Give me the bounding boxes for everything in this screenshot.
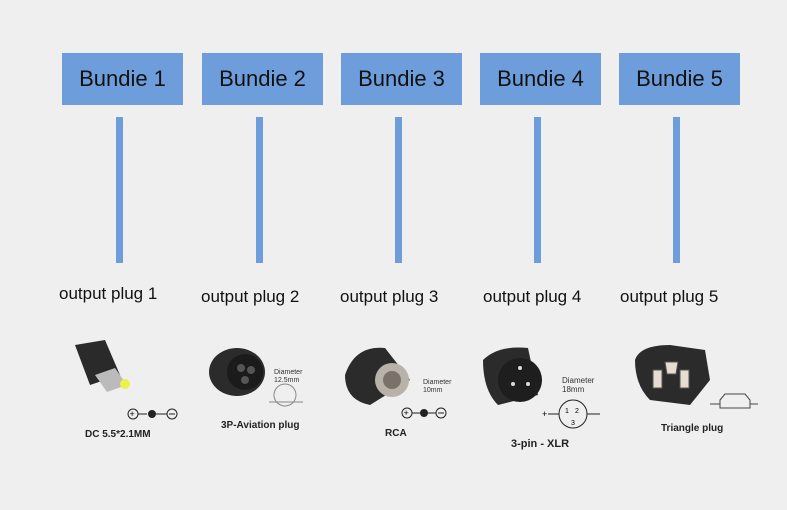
output-label-3: output plug 3 [340,287,439,306]
output-label-2: output plug 2 [201,287,300,306]
bundle-label: Bundie 1 [79,66,166,91]
svg-text:2: 2 [575,408,579,415]
aviation-plug-icon [209,348,303,407]
output-label-4: output plug 4 [483,287,582,306]
output-label-5: output plug 5 [620,287,719,306]
svg-text:1: 1 [565,408,569,415]
plug-caption-4: 3-pin - XLR [511,438,570,450]
output-label-1: output plug 1 [59,284,158,303]
svg-text:+: + [542,409,547,419]
bundle-label: Bundie 3 [358,66,445,91]
plug-caption-3: RCA [385,428,407,439]
svg-text:+: + [404,408,409,418]
bundle-box-4: Bundie 4 [480,53,601,105]
bundle-box-1: Bundie 1 [62,53,183,105]
bundle-box-3: Bundie 3 [341,53,462,105]
bundle-label: Bundie 2 [219,66,306,91]
connector-line-1 [116,117,123,263]
triangle-plug-icon [635,345,758,409]
connector-line-4 [534,117,541,263]
plug-caption-2: 3P-Aviation plug [221,420,300,431]
plug-caption-5: Triangle plug [661,423,724,434]
svg-text:3: 3 [571,420,575,427]
connector-line-5 [673,117,680,263]
svg-text:+: + [130,409,135,419]
connector-line-3 [395,117,402,263]
bundle-box-2: Bundie 2 [202,53,323,105]
plug-caption-1: DC 5.5*2.1MM [85,429,151,440]
connector-line-2 [256,117,263,263]
bundle-label: Bundie 4 [497,66,584,91]
dc-plug-icon: + [75,340,178,420]
rca-plug-icon: + [345,347,447,419]
bundle-box-5: Bundie 5 [619,53,740,105]
bundle-label: Bundie 5 [636,66,723,91]
